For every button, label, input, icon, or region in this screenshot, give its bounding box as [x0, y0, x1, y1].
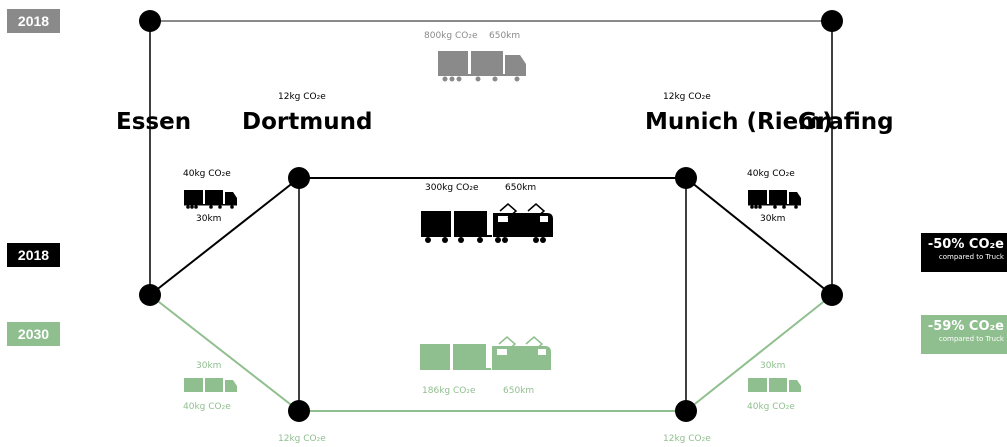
munich-2030-node: [675, 400, 697, 422]
truck-co2-label: 800kg CO₂e: [424, 31, 478, 41]
long-truck-icon: [438, 51, 526, 82]
right-truck-2030-co2: 40kg CO₂e: [747, 402, 795, 412]
munich-node: [675, 167, 697, 189]
rail-2030-co2: 186kg CO₂e: [422, 386, 476, 396]
dortmund-terminal-2030-co2: 12kg CO₂e: [278, 434, 326, 444]
essen-top-node: [139, 10, 161, 32]
left-truck-2030-km: 30km: [196, 361, 222, 371]
munich-terminal-co2: 12kg CO₂e: [663, 92, 711, 102]
rail-2030-km: 650km: [503, 386, 535, 396]
dortmund-terminal-co2: 12kg CO₂e: [278, 92, 326, 102]
reduction-2030-main: -59% CO₂e: [927, 319, 1004, 334]
right-truck-km: 30km: [760, 214, 786, 224]
truck-km-label: 650km: [489, 31, 521, 41]
essen-node: [139, 284, 161, 306]
essen-dortmund-2030-line: [149, 294, 300, 412]
right-truck-co2: 40kg CO₂e: [747, 169, 795, 179]
munich-terminal-2030-co2: 12kg CO₂e: [663, 434, 711, 444]
reduction-2018-main: -50% CO₂e: [927, 237, 1004, 252]
year-badge-2018-middle: 2018: [7, 243, 60, 267]
grafing-node: [821, 284, 843, 306]
rail-2018-km: 650km: [505, 183, 537, 193]
right-truck-2030-km: 30km: [760, 361, 786, 371]
dortmund-node: [288, 167, 310, 189]
left-truck-2030-icon: [184, 378, 237, 392]
city-munich: Munich (Riem): [645, 109, 833, 135]
train-2030-icon: [420, 336, 551, 370]
train-2018-icon: [421, 203, 553, 243]
munich-grafing-2030-line: [685, 294, 833, 412]
city-dortmund: Dortmund: [242, 109, 373, 135]
munich-grafing-line: [685, 177, 833, 296]
left-truck-km: 30km: [196, 214, 222, 224]
reduction-2018-sub: compared to Truck: [938, 253, 1004, 261]
grafing-top-node: [821, 10, 843, 32]
dortmund-2030-node: [288, 400, 310, 422]
reduction-badge-2018: -50% CO₂e compared to Truck: [921, 233, 1007, 272]
rail-2018-co2: 300kg CO₂e: [425, 183, 479, 193]
left-truck-2030-co2: 40kg CO₂e: [183, 402, 231, 412]
essen-dortmund-line: [149, 177, 300, 296]
right-truck-icon: [748, 190, 801, 209]
city-grafing: Grafing: [798, 109, 894, 135]
year-badge-2030: 2030: [7, 322, 60, 346]
left-truck-co2: 40kg CO₂e: [183, 169, 231, 179]
year-badge-2018-top: 2018: [7, 9, 60, 33]
left-truck-icon: [184, 190, 237, 209]
reduction-2030-sub: compared to Truck: [938, 335, 1004, 343]
city-essen: Essen: [116, 109, 192, 135]
reduction-badge-2030: -59% CO₂e compared to Truck: [921, 315, 1007, 354]
right-truck-2030-icon: [748, 378, 801, 392]
